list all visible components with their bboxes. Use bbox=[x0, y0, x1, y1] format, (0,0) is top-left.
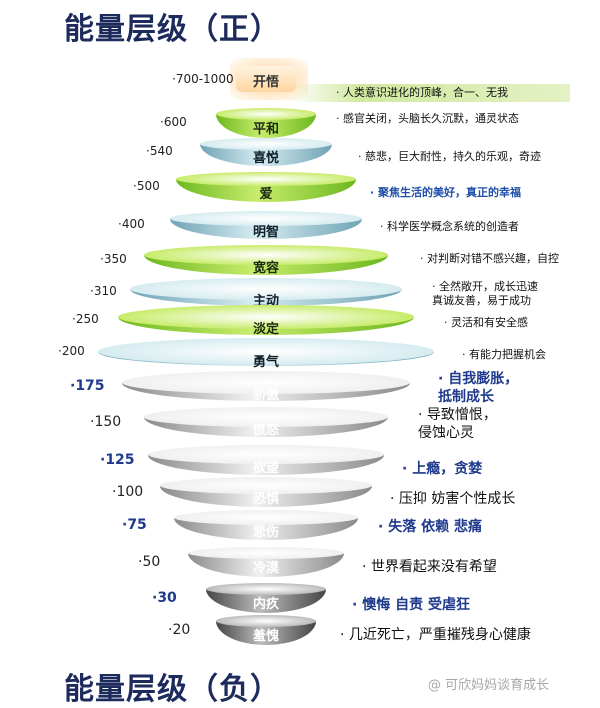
level-name: 骄傲 bbox=[252, 388, 279, 403]
level-disc: 骄傲 bbox=[122, 371, 410, 403]
level-description: · 压抑 妨害个性成长 bbox=[390, 491, 516, 507]
level-disc: 悲伤 bbox=[174, 510, 358, 540]
level-value: ·175 bbox=[70, 378, 105, 394]
disc-top bbox=[170, 211, 362, 226]
level-description: · 导致憎恨， 侵蚀心灵 bbox=[418, 407, 497, 442]
disc-top bbox=[144, 407, 388, 427]
disc-top bbox=[206, 583, 326, 595]
level-name: 勇气 bbox=[252, 355, 279, 370]
level-description: · 人类意识进化的顶峰，合一、无我 bbox=[336, 86, 508, 99]
level-description: · 科学医学概念系统的创造者 bbox=[380, 220, 519, 233]
level-value: ·600 bbox=[160, 115, 187, 129]
level-description: · 有能力把握机会 bbox=[462, 348, 546, 361]
disc-top bbox=[98, 338, 434, 365]
level-description: · 上瘾，贪婪 bbox=[402, 461, 483, 477]
level-description: · 灵活和有安全感 bbox=[444, 316, 528, 329]
level-description: · 几近死亡，严重摧残身心健康 bbox=[340, 627, 531, 643]
level-value: ·30 bbox=[152, 590, 177, 606]
level-name: 羞愧 bbox=[252, 629, 279, 644]
disc-top bbox=[188, 547, 344, 559]
level-value: ·20 bbox=[168, 622, 191, 638]
level-description: · 全然敞开，成长迅速 真诚友善，易于成功 bbox=[432, 280, 538, 308]
level-disc: 内疚 bbox=[206, 583, 326, 613]
disc-top bbox=[122, 371, 410, 394]
top-description-strip bbox=[290, 84, 570, 102]
level-description: · 懊悔 自责 受虐狂 bbox=[352, 597, 470, 613]
level-name: 爱 bbox=[259, 187, 273, 202]
level-name: 喜悦 bbox=[252, 151, 279, 166]
level-value: ·200 bbox=[58, 344, 85, 358]
level-disc: 勇气 bbox=[98, 338, 434, 370]
level-value: ·125 bbox=[100, 452, 135, 468]
level-value: ·150 bbox=[90, 414, 122, 430]
disc-top bbox=[148, 445, 384, 464]
level-name: 明智 bbox=[252, 225, 279, 240]
level-name: 淡定 bbox=[252, 322, 279, 337]
level-description: · 对判断对错不感兴趣，自控 bbox=[420, 252, 559, 265]
level-name: 开悟 bbox=[252, 75, 279, 90]
disc-top bbox=[216, 615, 316, 627]
positive-title: 能量层级（正） bbox=[64, 12, 281, 47]
negative-title: 能量层级（负） bbox=[64, 672, 281, 707]
level-disc: 爱 bbox=[176, 172, 356, 202]
level-description: · 慈悲，巨大耐性，持久的乐观，奇迹 bbox=[358, 150, 541, 163]
disc-top bbox=[200, 138, 332, 150]
level-disc: 宽容 bbox=[144, 245, 388, 276]
disc-top bbox=[144, 245, 388, 265]
level-disc: 喜悦 bbox=[200, 138, 332, 166]
level-description: · 聚焦生活的美好，真正的幸福 bbox=[370, 186, 522, 199]
level-name: 平和 bbox=[252, 122, 279, 137]
level-description: · 世界看起来没有希望 bbox=[362, 559, 497, 575]
level-value: ·250 bbox=[72, 312, 99, 326]
level-disc: 主动 bbox=[130, 278, 402, 309]
level-disc: 欲望 bbox=[148, 445, 384, 476]
disc-top bbox=[160, 477, 372, 494]
level-name: 恐惧 bbox=[252, 492, 279, 507]
level-disc: 淡定 bbox=[118, 305, 414, 337]
level-disc: 明智 bbox=[170, 211, 362, 240]
watermark-text: @ 可欣妈妈谈育成长 bbox=[428, 678, 550, 693]
level-value: ·310 bbox=[90, 284, 117, 298]
level-value: ·700-1000 bbox=[172, 72, 234, 86]
level-description: · 感官关闭，头脑长久沉默，通灵状态 bbox=[336, 112, 519, 125]
disc-top bbox=[176, 172, 356, 186]
level-value: ·75 bbox=[122, 517, 147, 533]
level-disc: 冷漠 bbox=[188, 547, 344, 577]
disc-top bbox=[216, 108, 316, 120]
level-value: ·540 bbox=[146, 144, 173, 158]
level-name: 欲望 bbox=[252, 461, 279, 476]
level-name: 悲伤 bbox=[252, 525, 279, 540]
level-value: ·350 bbox=[100, 252, 127, 266]
level-disc: 愤怒 bbox=[144, 407, 388, 438]
level-name: 内疚 bbox=[252, 597, 279, 612]
level-description: · 自我膨胀， 抵制成长 bbox=[438, 371, 519, 406]
level-value: ·400 bbox=[118, 217, 145, 231]
disc-top bbox=[174, 510, 358, 525]
level-name: 宽容 bbox=[252, 261, 279, 276]
level-value: ·100 bbox=[112, 484, 144, 500]
level-disc: 平和 bbox=[216, 108, 316, 138]
disc-top bbox=[118, 305, 414, 329]
level-disc: 羞愧 bbox=[216, 615, 316, 645]
level-name: 愤怒 bbox=[252, 423, 279, 438]
disc-side bbox=[200, 144, 332, 166]
level-value: ·500 bbox=[133, 179, 160, 193]
level-value: ·50 bbox=[138, 554, 161, 570]
enlightenment-block bbox=[236, 66, 296, 92]
level-name: 冷漠 bbox=[252, 561, 279, 576]
disc-top bbox=[130, 278, 402, 300]
level-disc: 恐惧 bbox=[160, 477, 372, 507]
level-description: · 失落 依赖 悲痛 bbox=[378, 519, 482, 535]
